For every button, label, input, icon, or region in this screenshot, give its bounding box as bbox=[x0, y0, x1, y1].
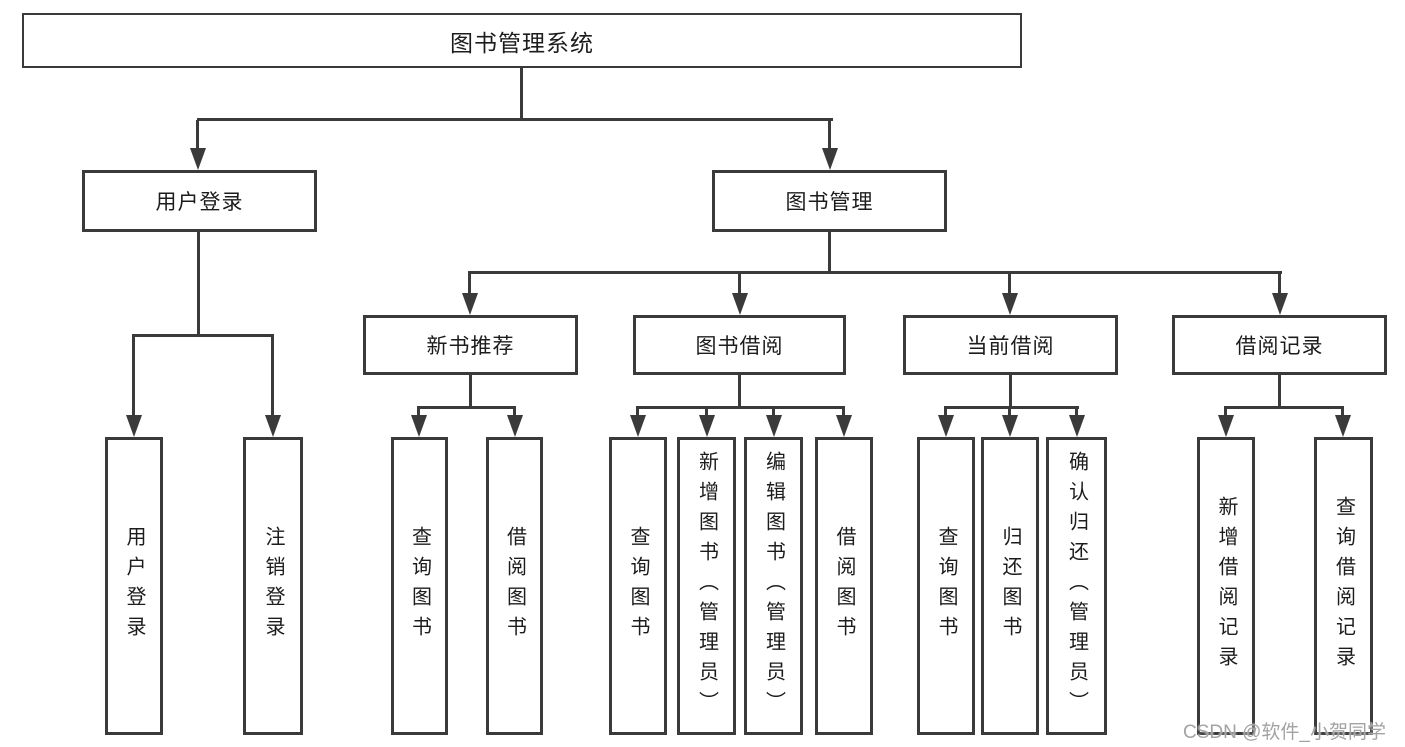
node-leaf-logout: 注销登录 bbox=[243, 437, 303, 735]
arrow-down-icon bbox=[411, 415, 427, 437]
connector-hline bbox=[469, 271, 1282, 274]
connector-vline bbox=[944, 406, 947, 418]
arrow-down-icon bbox=[699, 415, 715, 437]
node-label: 查询图书 bbox=[408, 526, 431, 646]
connector-vline bbox=[738, 375, 741, 408]
arrow-down-icon bbox=[462, 293, 478, 315]
node-library-management-system: 图书管理系统 bbox=[22, 13, 1022, 68]
node-label: 新增借阅记录 bbox=[1215, 496, 1237, 676]
node-leaf-query-books: 查询图书 bbox=[391, 437, 448, 735]
connector-vline bbox=[197, 232, 200, 336]
arrow-down-icon bbox=[836, 415, 852, 437]
node-label: 编辑图书（管理员） bbox=[762, 451, 785, 721]
connector-hline bbox=[132, 334, 274, 337]
connector-vline bbox=[828, 120, 831, 150]
node-label: 当前借阅 bbox=[966, 335, 1055, 358]
connector-vline bbox=[842, 406, 845, 418]
node-label: 归还图书 bbox=[999, 526, 1021, 646]
node-label: 新书推荐 bbox=[426, 335, 515, 358]
node-label: 用户登录 bbox=[155, 191, 244, 214]
node-label: 查询借阅记录 bbox=[1332, 496, 1355, 676]
node-label: 借阅图书 bbox=[503, 526, 526, 646]
connector-vline bbox=[1278, 375, 1281, 408]
connector-vline bbox=[417, 406, 420, 418]
connector-vline bbox=[1009, 375, 1012, 408]
node-user-login: 用户登录 bbox=[82, 170, 317, 232]
connector-vline bbox=[705, 406, 708, 418]
arrow-down-icon bbox=[265, 415, 281, 437]
connector-hline bbox=[1225, 406, 1344, 409]
node-label: 查询图书 bbox=[627, 526, 649, 646]
connector-vline bbox=[520, 68, 523, 120]
arrow-down-icon bbox=[1218, 415, 1234, 437]
connector-vline bbox=[468, 271, 471, 295]
connector-vline bbox=[828, 232, 831, 273]
arrow-down-icon bbox=[732, 293, 748, 315]
connector-vline bbox=[469, 375, 472, 408]
arrow-down-icon bbox=[190, 148, 206, 170]
arrow-down-icon bbox=[766, 415, 782, 437]
node-leaf-query-books: 查询图书 bbox=[609, 437, 667, 735]
node-leaf-user-login: 用户登录 bbox=[105, 437, 163, 735]
connector-vline bbox=[513, 406, 516, 418]
connector-hline bbox=[417, 406, 516, 409]
node-leaf-add-borrow-record: 新增借阅记录 bbox=[1197, 437, 1255, 735]
connector-hline bbox=[197, 118, 833, 121]
arrow-down-icon bbox=[630, 415, 646, 437]
node-leaf-query-borrow-record: 查询借阅记录 bbox=[1314, 437, 1373, 735]
connector-vline bbox=[196, 120, 199, 150]
connector-vline bbox=[271, 334, 274, 417]
node-leaf-edit-book-admin: 编辑图书（管理员） bbox=[744, 437, 803, 735]
arrow-down-icon bbox=[1335, 415, 1351, 437]
node-current-borrowing: 当前借阅 bbox=[903, 315, 1118, 375]
watermark: CSDN @软件_小贺同学 bbox=[1183, 722, 1386, 743]
node-label: 新增图书（管理员） bbox=[695, 451, 718, 721]
node-leaf-borrow-books: 借阅图书 bbox=[486, 437, 543, 735]
arrow-down-icon bbox=[507, 415, 523, 437]
node-leaf-query-books: 查询图书 bbox=[917, 437, 975, 735]
connector-vline bbox=[1278, 271, 1281, 295]
node-label: 图书借阅 bbox=[695, 335, 784, 358]
node-label: 图书管理系统 bbox=[450, 29, 594, 56]
connector-vline bbox=[1008, 271, 1011, 295]
arrow-down-icon bbox=[126, 415, 142, 437]
arrow-down-icon bbox=[1272, 293, 1288, 315]
node-new-book-recommend: 新书推荐 bbox=[363, 315, 578, 375]
node-label: 用户登录 bbox=[123, 526, 145, 646]
connector-hline bbox=[637, 406, 845, 409]
node-leaf-return-books: 归还图书 bbox=[981, 437, 1039, 735]
arrow-down-icon bbox=[1002, 293, 1018, 315]
node-borrowing-records: 借阅记录 bbox=[1172, 315, 1387, 375]
arrow-down-icon bbox=[1069, 415, 1085, 437]
node-leaf-confirm-return-admin: 确认归还（管理员） bbox=[1046, 437, 1107, 735]
connector-hline bbox=[945, 406, 1079, 409]
connector-vline bbox=[1224, 406, 1227, 418]
connector-vline bbox=[1341, 406, 1344, 418]
node-leaf-add-book-admin: 新增图书（管理员） bbox=[677, 437, 736, 735]
arrow-down-icon bbox=[1002, 415, 1018, 437]
connector-vline bbox=[772, 406, 775, 418]
arrow-down-icon bbox=[938, 415, 954, 437]
node-label: 确认归还（管理员） bbox=[1065, 451, 1088, 721]
connector-vline bbox=[1075, 406, 1078, 418]
connector-vline bbox=[738, 271, 741, 295]
node-label: 图书管理 bbox=[785, 191, 874, 214]
connector-vline bbox=[132, 334, 135, 417]
node-book-borrowing: 图书借阅 bbox=[633, 315, 846, 375]
arrow-down-icon bbox=[822, 148, 838, 170]
connector-vline bbox=[636, 406, 639, 418]
node-label: 借阅图书 bbox=[833, 526, 855, 646]
node-label: 注销登录 bbox=[262, 526, 284, 646]
node-label: 借阅记录 bbox=[1235, 335, 1324, 358]
connector-vline bbox=[1008, 406, 1011, 418]
node-book-management: 图书管理 bbox=[712, 170, 947, 232]
node-leaf-borrow-books: 借阅图书 bbox=[815, 437, 873, 735]
node-label: 查询图书 bbox=[935, 526, 957, 646]
